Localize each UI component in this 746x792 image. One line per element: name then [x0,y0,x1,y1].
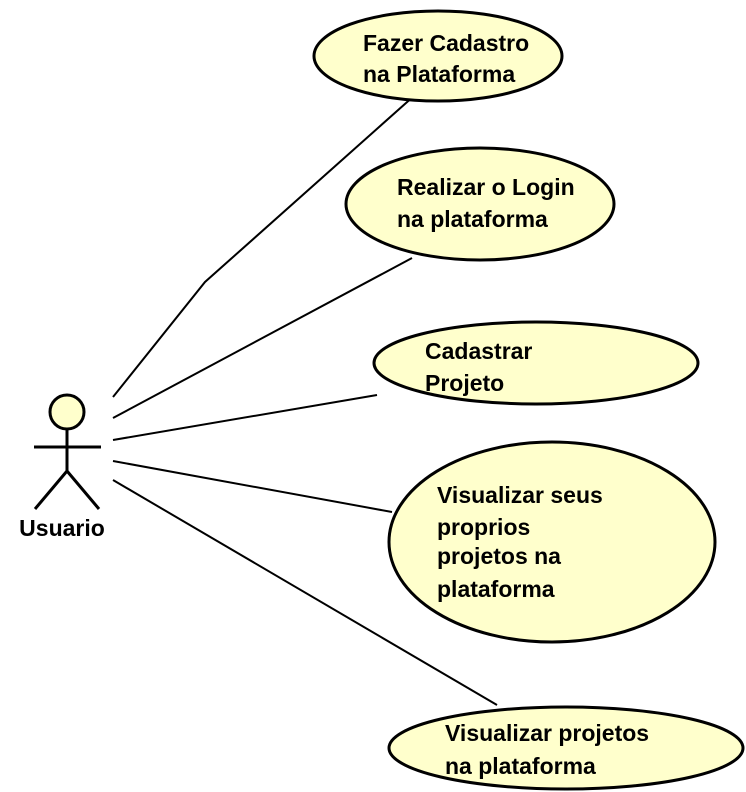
association-realizar-login [112,257,413,419]
actor-left-leg [33,470,69,510]
actor-right-leg [65,470,101,510]
use-case-cadastrar-projeto: Cadastrar Projeto [372,320,700,406]
use-case-visualizar-projetos: Visualizar projetos na plataforma [387,705,745,791]
association-cadastrar-projeto [112,394,378,441]
use-case-label: Visualizar projetos na plataforma [445,720,655,779]
use-case-fazer-cadastro: Fazer Cadastro na Plataforma [312,9,564,103]
use-case-ellipse [312,9,564,103]
association-fazer-cadastro [112,94,416,398]
use-case-visualizar-seus-projetos: Visualizar seus proprios projetos na pla… [387,440,717,644]
actor-head [48,393,86,431]
use-case-realizar-login: Realizar o Login na plataforma [344,146,616,262]
use-case-ellipse [372,320,700,406]
use-case-label: Visualizar seus proprios projetos na pla… [437,482,609,602]
actor-label: Usuario [19,515,105,541]
association-visualizar-projetos [112,479,498,706]
use-case-ellipse [387,705,745,791]
actor-usuario: Usuario [19,393,105,541]
use-case-label: Realizar o Login na plataforma [397,174,581,232]
use-case-label: Fazer Cadastro na Plataforma [363,30,536,87]
use-case-label: Cadastrar Projeto [425,338,539,396]
association-visualizar-seus-projetos [112,460,393,513]
use-case-ellipse [387,440,717,644]
use-case-ellipse [344,146,616,262]
associations [112,94,498,706]
